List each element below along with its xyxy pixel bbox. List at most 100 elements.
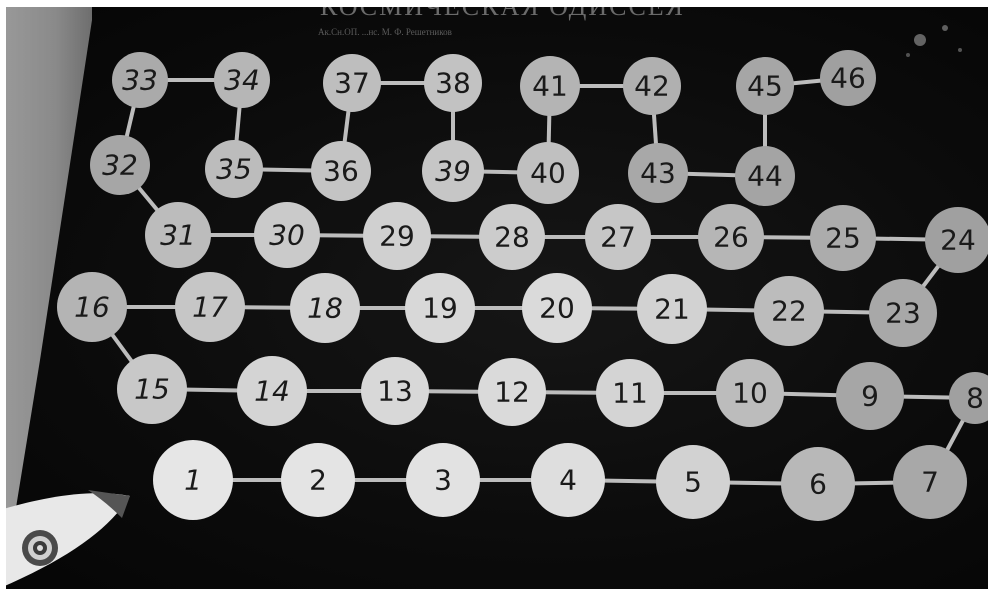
board-cell-36: 36 — [311, 141, 371, 201]
cell-number: 36 — [323, 155, 359, 188]
cell-number: 12 — [494, 376, 530, 409]
cell-number: 46 — [830, 62, 866, 95]
cell-number: 35 — [216, 153, 252, 186]
board-cell-24: 24 — [925, 207, 991, 273]
cell-number: 17 — [192, 291, 228, 324]
board-cell-12: 12 — [478, 358, 546, 426]
board-cell-17: 17 — [175, 272, 245, 342]
cell-number: 7 — [921, 466, 939, 499]
frame-top — [0, 0, 992, 7]
frame-left — [0, 0, 6, 595]
cell-number: 10 — [732, 377, 768, 410]
cell-number: 5 — [684, 466, 702, 499]
board-cell-19: 19 — [405, 273, 475, 343]
board-cell-44: 44 — [735, 146, 795, 206]
board-cell-35: 35 — [205, 140, 263, 198]
board-cell-8: 8 — [949, 372, 992, 424]
cell-number: 38 — [435, 67, 471, 100]
cell-number: 16 — [74, 291, 110, 324]
cell-number: 42 — [634, 70, 670, 103]
board-cell-30: 30 — [254, 202, 320, 268]
cell-number: 27 — [600, 221, 636, 254]
board-cell-22: 22 — [754, 276, 824, 346]
cell-number: 43 — [640, 157, 676, 190]
cell-number: 1 — [184, 464, 202, 497]
cell-number: 14 — [254, 375, 290, 408]
cell-number: 33 — [122, 64, 158, 97]
board-cell-46: 46 — [820, 50, 876, 106]
board-cell-9: 9 — [836, 362, 904, 430]
cell-number: 13 — [377, 375, 413, 408]
cell-number: 8 — [966, 382, 984, 415]
cell-number: 40 — [530, 157, 566, 190]
board-cell-11: 11 — [596, 359, 664, 427]
cell-number: 9 — [861, 380, 879, 413]
cell-number: 32 — [102, 149, 138, 182]
frame-bottom — [0, 589, 992, 595]
board-cell-5: 5 — [656, 445, 730, 519]
cell-number: 41 — [532, 70, 568, 103]
cell-number: 31 — [160, 219, 196, 252]
board-cell-25: 25 — [810, 205, 876, 271]
board-cell-45: 45 — [736, 57, 794, 115]
cell-number: 34 — [224, 64, 260, 97]
board-cell-20: 20 — [522, 273, 592, 343]
cell-number: 30 — [269, 219, 305, 252]
frame-right — [988, 0, 992, 595]
cell-number: 21 — [654, 293, 690, 326]
track-cells: 1234567891011121314151617181920212223242… — [57, 50, 992, 521]
board-cell-7: 7 — [893, 445, 967, 519]
cell-number: 23 — [885, 297, 921, 330]
board-cell-2: 2 — [281, 443, 355, 517]
board-cell-23: 23 — [869, 279, 937, 347]
board-cell-32: 32 — [90, 135, 150, 195]
board-cell-31: 31 — [145, 202, 211, 268]
board-cell-43: 43 — [628, 143, 688, 203]
rocket-icon — [0, 488, 140, 588]
cell-number: 25 — [825, 222, 861, 255]
board-cell-34: 34 — [214, 52, 270, 108]
board-cell-21: 21 — [637, 274, 707, 344]
cell-number: 2 — [309, 464, 327, 497]
board-cell-13: 13 — [361, 357, 429, 425]
cell-number: 26 — [713, 221, 749, 254]
board-cell-28: 28 — [479, 204, 545, 270]
cell-number: 18 — [307, 292, 343, 325]
board-cell-15: 15 — [117, 354, 187, 424]
board-cell-39: 39 — [422, 140, 484, 202]
cell-number: 3 — [434, 464, 452, 497]
cell-number: 37 — [334, 67, 370, 100]
board-cell-10: 10 — [716, 359, 784, 427]
board-cell-1: 1 — [153, 440, 233, 520]
board-cell-33: 33 — [112, 52, 168, 108]
board-cell-4: 4 — [531, 443, 605, 517]
cell-number: 4 — [559, 464, 577, 497]
cell-number: 45 — [747, 70, 783, 103]
cell-number: 28 — [494, 221, 530, 254]
cell-number: 29 — [379, 220, 415, 253]
cell-number: 11 — [612, 377, 648, 410]
board-cell-29: 29 — [363, 202, 431, 270]
board-cell-40: 40 — [517, 142, 579, 204]
sparkle-icon — [890, 10, 980, 70]
board-cell-6: 6 — [781, 447, 855, 521]
cell-number: 20 — [539, 292, 575, 325]
board-cell-41: 41 — [520, 56, 580, 116]
board-cell-14: 14 — [237, 356, 307, 426]
cell-number: 6 — [809, 468, 827, 501]
cell-number: 24 — [940, 224, 976, 257]
cell-number: 19 — [422, 292, 458, 325]
board-cell-26: 26 — [698, 204, 764, 270]
board-cell-37: 37 — [323, 54, 381, 112]
board-cell-18: 18 — [290, 273, 360, 343]
board-cell-16: 16 — [57, 272, 127, 342]
board-cell-3: 3 — [406, 443, 480, 517]
cell-number: 39 — [435, 155, 471, 188]
cell-number: 22 — [771, 295, 807, 328]
board-cell-27: 27 — [585, 204, 651, 270]
cell-number: 15 — [134, 373, 170, 406]
board-cell-42: 42 — [623, 57, 681, 115]
board-cell-38: 38 — [424, 54, 482, 112]
cell-number: 44 — [747, 160, 783, 193]
